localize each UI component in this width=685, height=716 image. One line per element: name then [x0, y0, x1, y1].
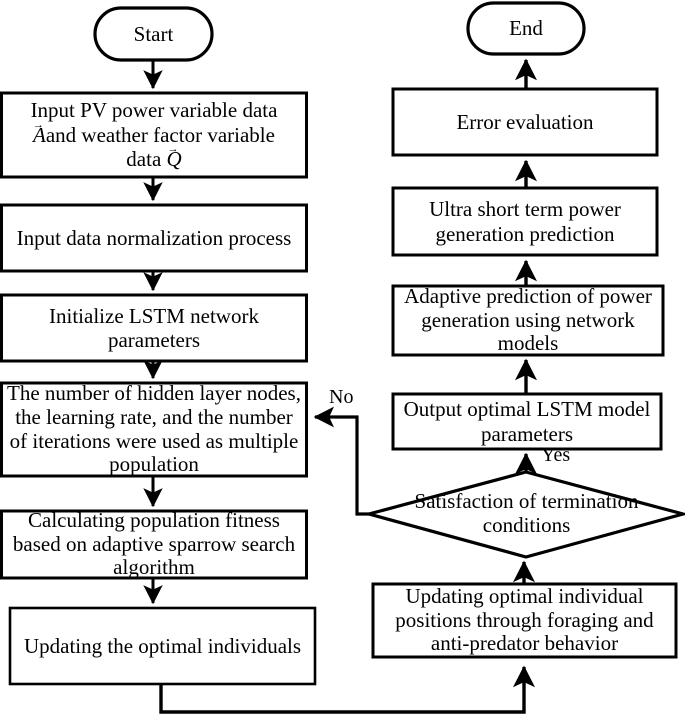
node-input-data-shape: [0, 91, 308, 179]
node-error-eval-shape: [391, 87, 659, 157]
node-termination-shape: [362, 470, 685, 559]
node-update-positions-shape: [371, 582, 678, 659]
edge-decision-no-to-population: [313, 406, 369, 516]
edge-update-to-positions: [159, 665, 536, 714]
node-population-shape: [0, 381, 308, 478]
node-normalization-shape: [0, 203, 308, 273]
node-end-shape: [466, 1, 586, 56]
node-init-lstm-shape: [0, 293, 308, 363]
node-adaptive-prediction-shape: [391, 284, 665, 357]
node-fitness-shape: [0, 509, 308, 580]
node-output-lstm-shape: [391, 392, 663, 451]
node-update-individuals-shape: [8, 606, 317, 686]
node-start-shape: [93, 6, 214, 62]
node-ultra-short-shape: [391, 186, 659, 257]
